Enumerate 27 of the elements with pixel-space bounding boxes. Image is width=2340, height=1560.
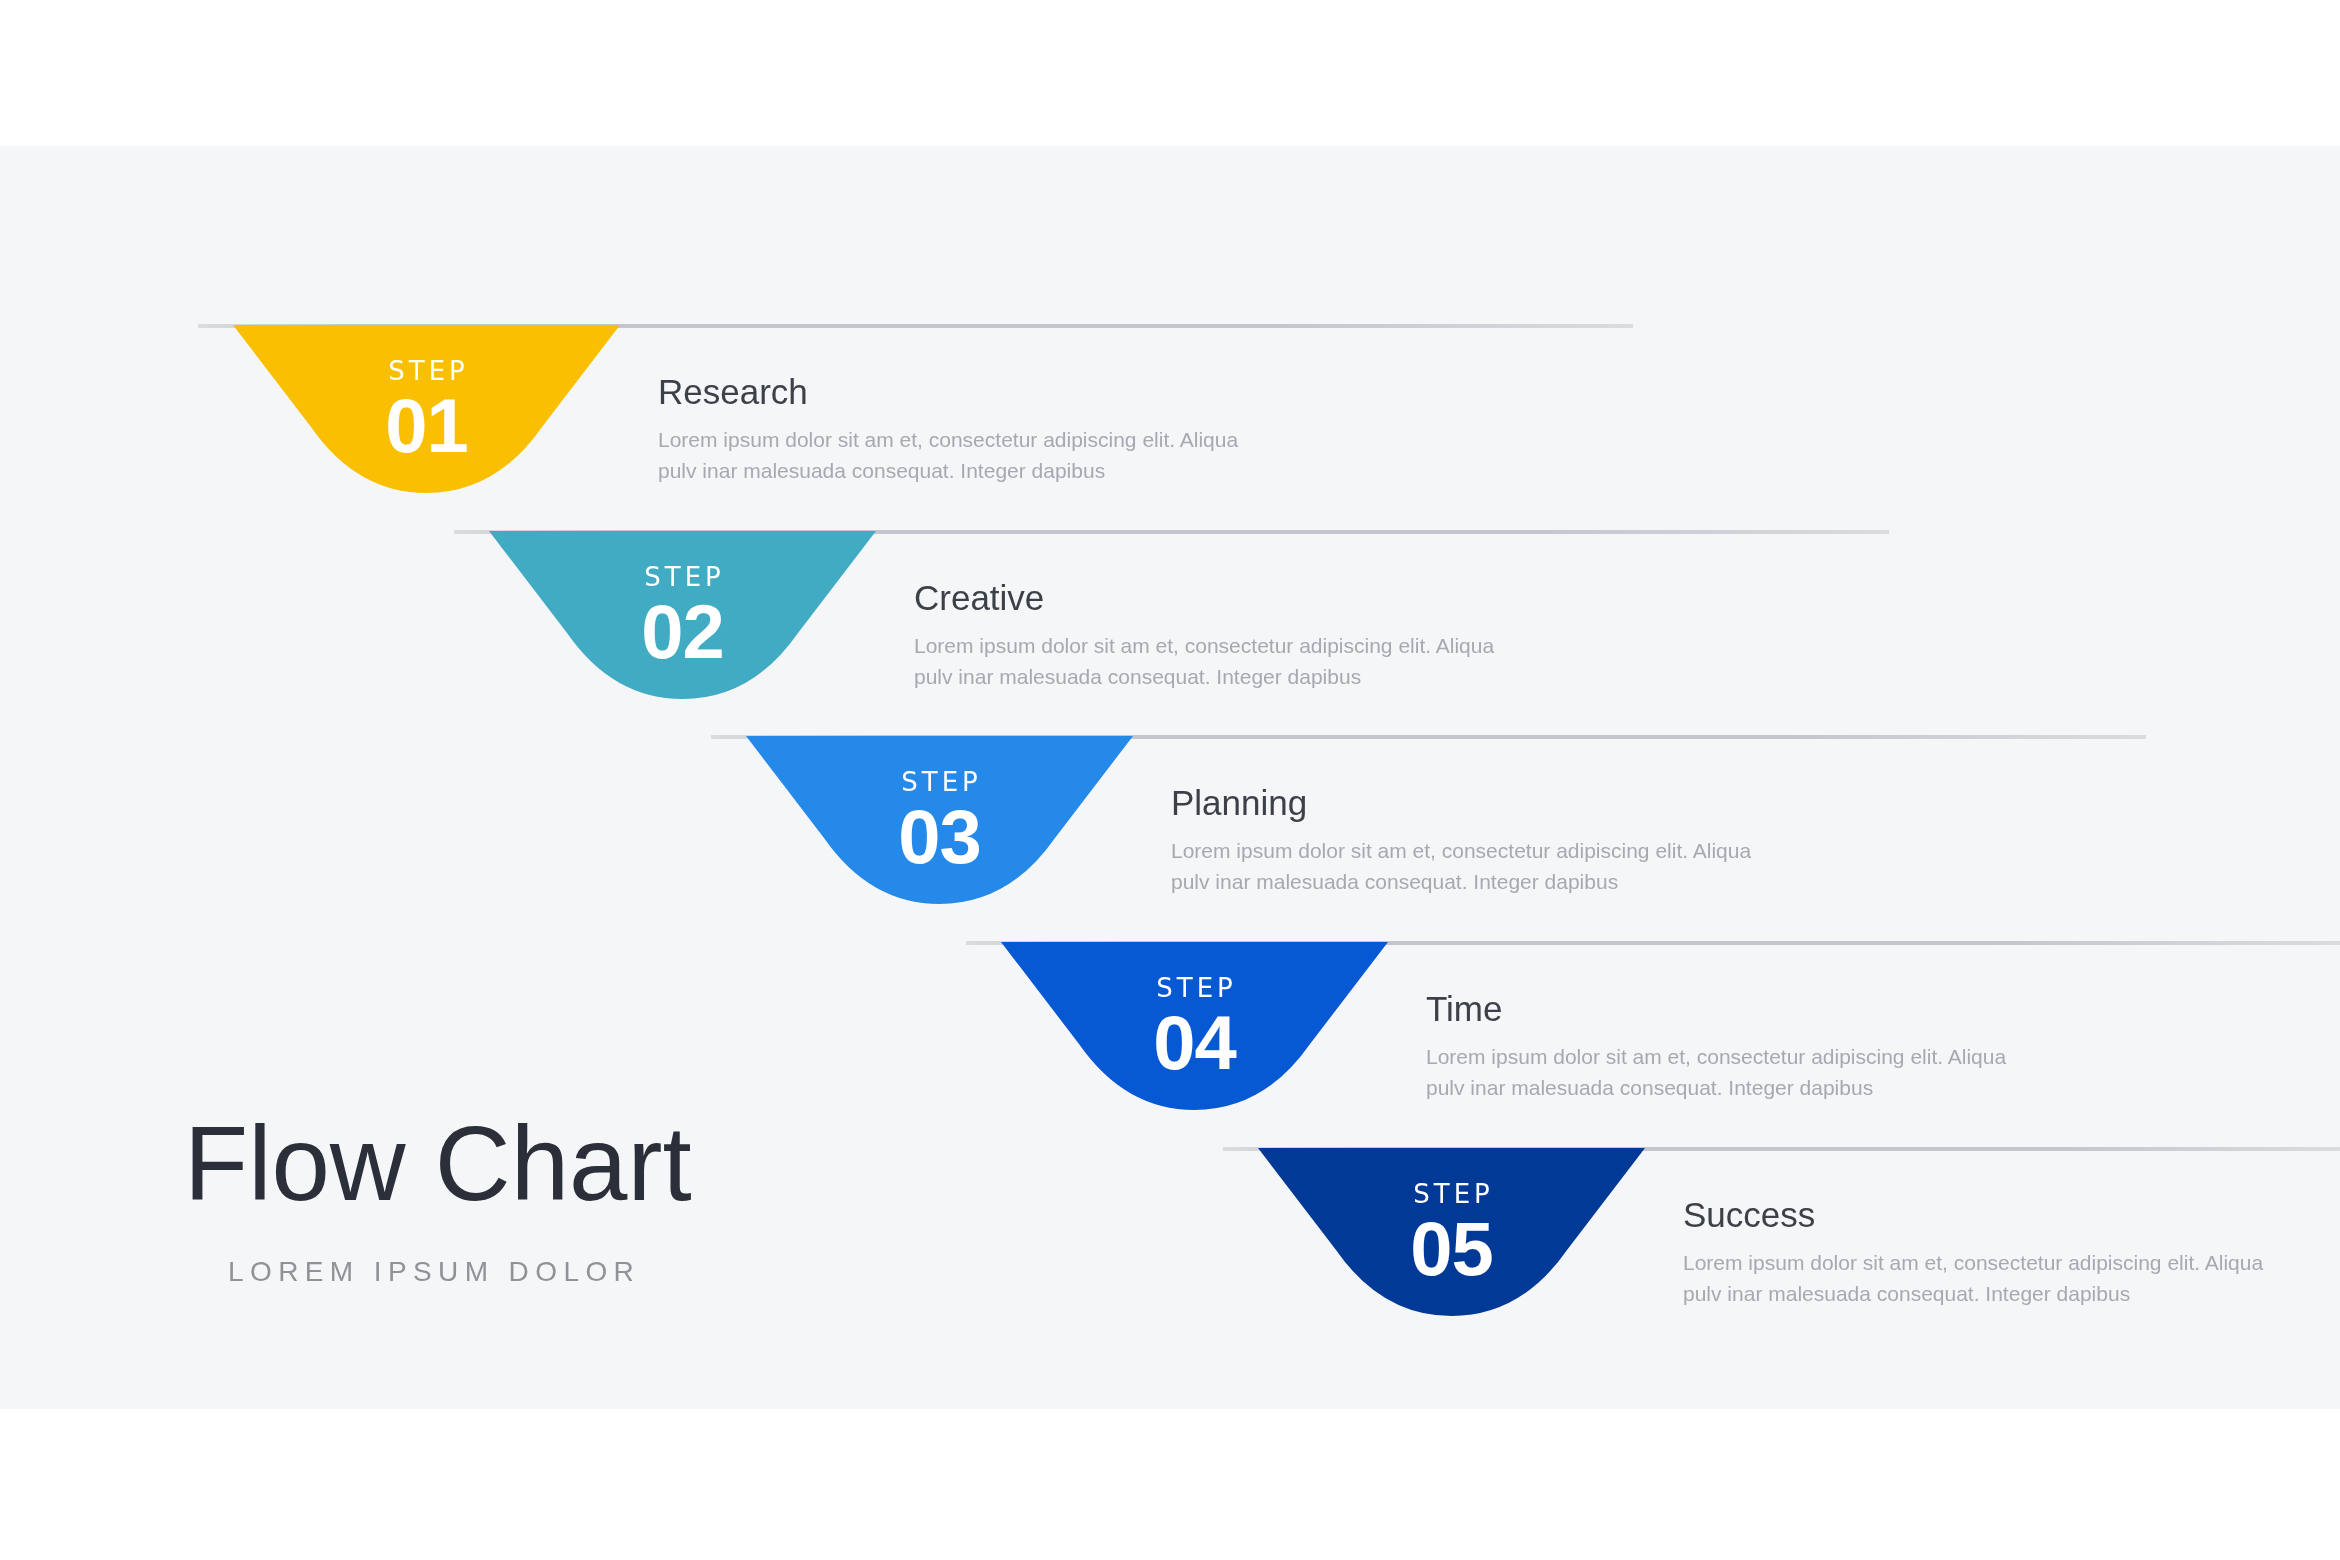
step-heading: Research	[658, 371, 808, 413]
step-description: Lorem ipsum dolor sit am et, consectetur adipiscing elit. Aliqua pulv inar malesuada consequat. Integer dapibus	[914, 633, 1496, 690]
step-label: STEP	[1412, 1181, 1495, 1207]
title: Flow Chart	[184, 1104, 692, 1224]
step-number: 02	[640, 594, 725, 670]
subtitle: LOREM IPSUM DOLOR	[228, 1255, 641, 1289]
step-heading: Time	[1426, 988, 1503, 1030]
step-badge	[746, 736, 1133, 904]
step-description: Lorem ipsum dolor sit am et, consectetur adipiscing elit. Aliqua pulv inar malesuada consequat. Integer dapibus	[658, 427, 1240, 484]
step-heading: Success	[1683, 1194, 1816, 1236]
step-description: Lorem ipsum dolor sit am et, consectetur adipiscing elit. Aliqua pulv inar malesuada consequat. Integer dapibus	[1171, 838, 1753, 895]
step-label: STEP	[387, 358, 470, 384]
step-badge	[1258, 1148, 1645, 1316]
step-heading: Creative	[914, 577, 1045, 619]
step-description: Lorem ipsum dolor sit am et, consectetur adipiscing elit. Aliqua pulv inar malesuada consequat. Integer dapibus	[1426, 1044, 2008, 1101]
step-label: STEP	[1155, 975, 1238, 1001]
step-label: STEP	[900, 769, 983, 795]
step-badge	[233, 325, 620, 493]
step-number: 05	[1409, 1211, 1494, 1287]
step-heading: Planning	[1171, 782, 1308, 824]
step-number: 01	[384, 388, 469, 464]
step-label: STEP	[643, 564, 726, 590]
step-badge	[1001, 942, 1388, 1110]
step-description: Lorem ipsum dolor sit am et, consectetur adipiscing elit. Aliqua pulv inar malesuada consequat. Integer dapibus	[1683, 1250, 2265, 1307]
step-number: 03	[897, 799, 982, 875]
step-badge	[489, 531, 876, 699]
step-number: 04	[1152, 1005, 1238, 1081]
